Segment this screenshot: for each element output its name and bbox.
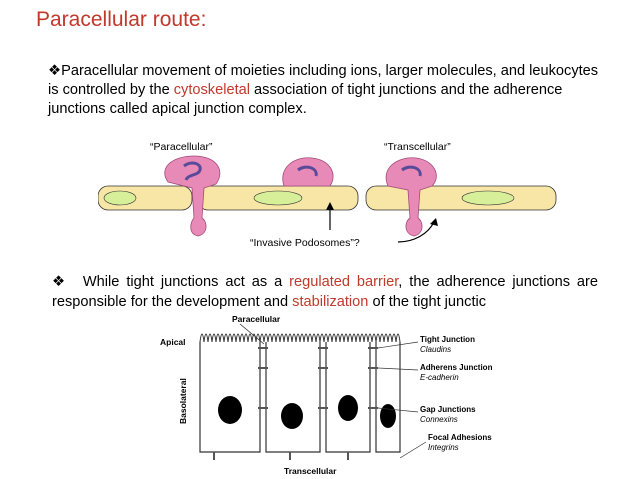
legend-connexins: Connexins <box>420 415 458 424</box>
leukocyte-middle <box>282 157 334 187</box>
bullet-paragraph-1: ❖Paracellular movement of moieties inclu… <box>48 62 608 119</box>
transcellular-bottom-label: Transcellular <box>284 466 337 476</box>
legend-gap-junctions: Gap Junctions <box>420 405 476 414</box>
nuclei <box>218 395 396 429</box>
transcellular-label: “Transcellular” <box>384 141 451 153</box>
bullet-paragraph-2: ❖ While tight junctions act as a regulat… <box>52 272 598 312</box>
legend-tight-junction: Tight Junction <box>420 335 475 344</box>
bullet1-text-before: Paracellular movement of moieties includ… <box>48 63 599 98</box>
legend-focal-adhesions: Focal Adhesions <box>428 433 492 442</box>
junction-legend: Tight Junction Claudins Adherens Junctio… <box>420 335 493 452</box>
apical-label: Apical <box>160 337 186 347</box>
diamond-bullet-icon: ❖ <box>48 63 62 79</box>
legend-adherens-junction: Adherens Junction <box>420 363 493 372</box>
bullet2-highlight-1: regulated barrier <box>289 274 399 290</box>
junction-markers <box>213 347 378 460</box>
epithelial-junctions-figure: Paracellular Apical Basolateral Transcel… <box>160 312 530 479</box>
bullet1-highlight: cytoskeletal <box>173 82 250 98</box>
invasive-podosomes-label: “Invasive Podosomes”? <box>250 237 360 249</box>
arrowhead-icon <box>326 202 334 210</box>
diamond-bullet-icon: ❖ <box>52 274 68 290</box>
legend-claudins: Claudins <box>420 345 451 354</box>
leukocyte-migration-figure: “Paracellular” “Transcellular” “Invasive… <box>98 141 557 249</box>
paracellular-top-label: Paracellular <box>232 314 281 324</box>
bullet2-text-3: of the tight junctic <box>368 294 487 310</box>
leukocyte-transcellular <box>385 157 437 237</box>
paracellular-label: “Paracellular” <box>150 141 213 153</box>
legend-integrins: Integrins <box>428 443 459 452</box>
basolateral-label: Basolateral <box>178 378 188 424</box>
legend-e-cadherin: E-cadherin <box>420 373 459 382</box>
bullet2-text-2: , the adherence junctions are responsibl… <box>52 274 599 310</box>
curved-arrow-icon <box>397 221 435 243</box>
leukocyte-paracellular <box>164 155 221 237</box>
slide-title: Paracellular route: <box>36 8 207 31</box>
endothelial-layer <box>98 185 557 211</box>
bullet2-highlight-2: stabilization <box>292 294 369 310</box>
bullet1-text-after: association of tight junctions and the a… <box>48 82 563 117</box>
bullet2-text-1: While tight junctions act as a <box>82 274 290 290</box>
microvilli <box>199 333 401 343</box>
